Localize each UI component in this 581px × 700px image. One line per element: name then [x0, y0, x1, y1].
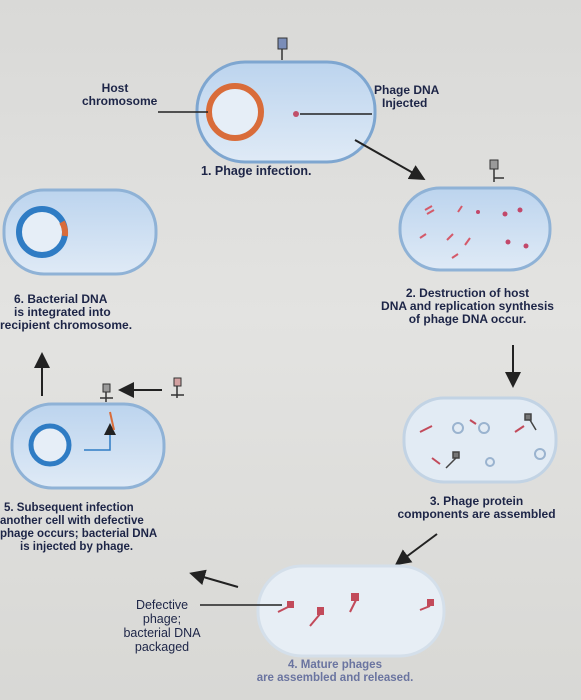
step-3-label: 3. Phage protein components are assemble…: [372, 495, 581, 521]
defective-phage-line-4: packaged: [134, 640, 190, 654]
host-chromosome-ring: [206, 83, 264, 141]
step-3-line-2: components are assembled: [397, 507, 556, 521]
cell-1: [195, 60, 377, 164]
phage-icon-top: [277, 37, 288, 60]
cell-5: [10, 402, 166, 490]
step-5-line-1: 5. Subsequent infection: [4, 502, 134, 514]
integrated-chromosome-ring: [16, 206, 68, 258]
arrow-3-to-4: [394, 533, 438, 566]
defective-phage-line-1: Defective: [135, 598, 189, 612]
step-4-label: 4. Mature phages are assembled and relea…: [215, 659, 455, 685]
cell-3: [402, 396, 558, 484]
defective-phage-label: Defective phage; bacterial DNA packaged: [112, 598, 212, 654]
defective-phage-line-2: phage;: [142, 612, 182, 626]
step-6-line-2: is integrated into: [14, 305, 111, 319]
phage-dna-line-1: Phage DNA: [374, 83, 440, 97]
host-chromosome-line-1: Host: [101, 81, 129, 95]
arrow-1-to-2: [354, 139, 426, 180]
step-2-line-1: 2. Destruction of host: [405, 287, 530, 300]
phage-dna-injected-label: Phage DNA Injected: [374, 84, 439, 110]
step-4-line-1: 4. Mature phages: [288, 659, 382, 671]
step-4-line-2: are assembled and released.: [256, 672, 414, 684]
step-2-line-3: of phage DNA occur.: [408, 312, 527, 326]
step-6-line-1: 6. Bacterial DNA: [14, 293, 108, 306]
phage-icon-cell2: [489, 159, 504, 182]
host-chromosome-label: Host chromosome: [82, 81, 158, 108]
recipient-chromosome-ring: [28, 423, 72, 467]
step-2-label: 2. Destruction of host DNA and replicati…: [354, 287, 581, 326]
step-2-line-2: DNA and replication synthesis: [381, 299, 554, 313]
step-5-line-2: another cell with defective: [0, 515, 144, 527]
step-6-line-3: recipient chromosome.: [0, 318, 133, 332]
step-6-label: 6. Bacterial DNA is integrated into reci…: [0, 293, 180, 332]
step-1-label: 1. Phage infection.: [201, 164, 312, 178]
host-chromosome-line-2: chromosome: [82, 94, 158, 108]
defective-phage-line-3: bacterial DNA: [123, 626, 201, 640]
arrow-4-to-5: [189, 569, 239, 588]
step-5-line-4: is injected by phage.: [20, 541, 134, 553]
step-5-label: 5. Subsequent infection another cell wit…: [0, 502, 215, 554]
cell-6: [2, 188, 158, 276]
cell-2: [398, 186, 552, 272]
step-3-line-1: 3. Phage protein: [429, 495, 524, 508]
phage-icons-cell5: [100, 377, 184, 402]
phage-dna-line-2: Injected: [382, 96, 428, 110]
cell-4: [256, 564, 446, 658]
step-5-line-3: phage occurs; bacterial DNA: [0, 528, 158, 540]
